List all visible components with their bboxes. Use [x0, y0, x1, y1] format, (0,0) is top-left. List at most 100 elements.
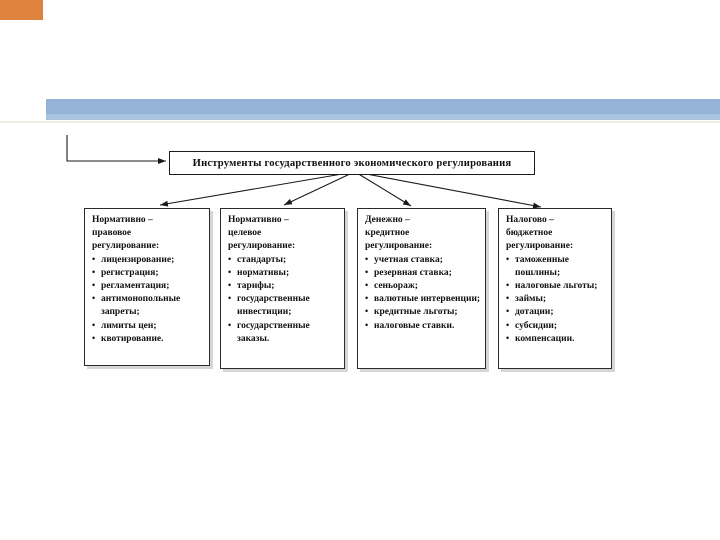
- heading-line: Налогово –: [506, 215, 554, 225]
- box-item-list: •стандарты; •нормативы; •тарифы; •госуда…: [228, 254, 341, 346]
- list-item-text: сеньораж;: [374, 281, 418, 292]
- list-item-text: государственные заказы.: [237, 320, 310, 344]
- box-normative-legal: Нормативно – правовое регулирование: • ли…: [84, 208, 210, 366]
- list-item: • дотации;: [506, 306, 603, 319]
- list-item: •налоговые льготы;: [506, 280, 603, 293]
- diagram-title: Инструменты государственного экономическ…: [192, 157, 512, 169]
- list-item: • стандарты;: [228, 254, 341, 267]
- list-item: • государственные заказы.: [228, 320, 341, 346]
- bullet-icon: •: [506, 253, 510, 264]
- list-item: • учетная ставка;: [365, 254, 482, 267]
- bullet-icon: •: [365, 266, 369, 277]
- list-item-text: стандарты;: [237, 254, 287, 265]
- list-item-text: регламентация;: [101, 281, 170, 292]
- bullet-icon: •: [228, 266, 232, 277]
- box-normative-target: Нормативно – целевое регулирование: • ста…: [220, 208, 345, 369]
- list-item: • таможенные пошлины;: [506, 254, 603, 280]
- bullet-icon: •: [506, 306, 510, 317]
- list-item-text: тарифы;: [237, 281, 275, 292]
- box-item-list: •таможенные пошлины; •налоговые льготы; …: [506, 254, 603, 346]
- list-item-text: таможенные пошлины;: [515, 254, 569, 278]
- bullet-icon: •: [506, 280, 510, 291]
- list-item: •субсидии;: [506, 320, 603, 333]
- heading-line: регулирование:: [506, 241, 574, 252]
- box-item-list: • лицензирование; • регистрация; • регламен…: [92, 254, 206, 346]
- list-item: • кредитные льготы;: [365, 306, 482, 319]
- list-item: • компенсации.: [506, 333, 603, 346]
- bullet-icon: •: [92, 280, 96, 291]
- list-item-text: дотации;: [515, 307, 554, 318]
- bullet-icon: •: [506, 293, 510, 304]
- bullet-icon: •: [92, 332, 96, 343]
- diagram-title-box: Инструменты государственного экономическ…: [169, 151, 535, 175]
- connector-arrow-box1: [159, 172, 349, 207]
- bullet-icon: •: [365, 319, 369, 330]
- bullet-icon: •: [365, 280, 369, 291]
- list-item-text: кредитные льготы;: [374, 307, 458, 318]
- list-item-text: лицензирование;: [101, 254, 175, 265]
- list-item: • сеньораж;: [365, 280, 482, 293]
- list-item: • валютные интервенции;: [365, 293, 482, 306]
- list-item-text: резервная ставка;: [374, 267, 452, 278]
- list-item: • нормативы;: [228, 267, 341, 280]
- list-item-text: займы;: [515, 294, 547, 305]
- heading-line: бюджетное: [506, 228, 553, 239]
- list-item-text: регистрация;: [101, 267, 159, 278]
- connector-arrow-box3: [356, 172, 412, 207]
- bullet-icon: •: [228, 280, 232, 291]
- bullet-icon: •: [506, 332, 510, 343]
- list-item-text: учетная ставка;: [374, 254, 443, 265]
- heading-line: целевое: [228, 228, 262, 239]
- heading-line: регулирование:: [365, 241, 433, 252]
- list-item: • тарифы;: [228, 280, 341, 293]
- box-heading: Денежно – кредитное регулирование:: [365, 214, 482, 254]
- list-item-text: антимонопольные запреты;: [101, 294, 181, 318]
- bullet-icon: •: [228, 293, 232, 304]
- box-heading: Налогово – бюджетное регулирование:: [506, 214, 603, 254]
- list-item-text: квотирование.: [101, 333, 164, 344]
- bullet-icon: •: [228, 319, 232, 330]
- bullet-icon: •: [228, 253, 232, 264]
- connector-arrow-box2: [283, 172, 353, 206]
- list-item: • регистрация;: [92, 267, 206, 280]
- accent-bar-orange: [0, 0, 43, 20]
- list-item: • лицензирование;: [92, 254, 206, 267]
- list-item-text: компенсации.: [515, 333, 575, 344]
- list-item: •государственные инвестиции;: [228, 293, 341, 319]
- heading-line: кредитное: [365, 228, 410, 239]
- heading-line: Нормативно –: [228, 215, 289, 225]
- list-item: • резервная ставка;: [365, 267, 482, 280]
- box-heading: Нормативно – правовое регулирование:: [92, 214, 206, 254]
- heading-line: Денежно –: [365, 215, 410, 225]
- bullet-icon: •: [365, 253, 369, 264]
- box-heading: Нормативно – целевое регулирование:: [228, 214, 341, 254]
- list-item-text: субсидии;: [515, 320, 558, 331]
- bullet-icon: •: [92, 319, 96, 330]
- bullet-icon: •: [92, 253, 96, 264]
- list-item: • налоговые ставки.: [365, 320, 482, 333]
- heading-line: правовое: [92, 228, 132, 239]
- list-item: • квотирование.: [92, 333, 206, 346]
- connector-arrow-box4: [360, 172, 542, 209]
- list-item-text: лимиты цен;: [101, 320, 157, 331]
- list-item: • лимиты цен;: [92, 320, 206, 333]
- list-item-text: нормативы;: [237, 267, 290, 278]
- list-item: • антимонопольные запреты;: [92, 293, 206, 319]
- list-item-text: налоговые ставки.: [374, 320, 455, 331]
- heading-line: регулирование:: [92, 241, 160, 252]
- list-item-text: валютные интервенции;: [374, 294, 481, 305]
- bullet-icon: •: [92, 266, 96, 277]
- heading-line: Нормативно –: [92, 215, 153, 225]
- left-elbow-connector: [66, 135, 166, 164]
- accent-bar-underline: [0, 121, 720, 123]
- box-monetary-credit: Денежно – кредитное регулирование: • учет…: [357, 208, 486, 369]
- bullet-icon: •: [365, 306, 369, 317]
- bullet-icon: •: [365, 293, 369, 304]
- list-item: • займы;: [506, 293, 603, 306]
- box-item-list: • учетная ставка; • резервная ставка; • сен…: [365, 254, 482, 333]
- heading-line: регулирование:: [228, 241, 296, 252]
- bullet-icon: •: [92, 293, 96, 304]
- list-item: • регламентация;: [92, 280, 206, 293]
